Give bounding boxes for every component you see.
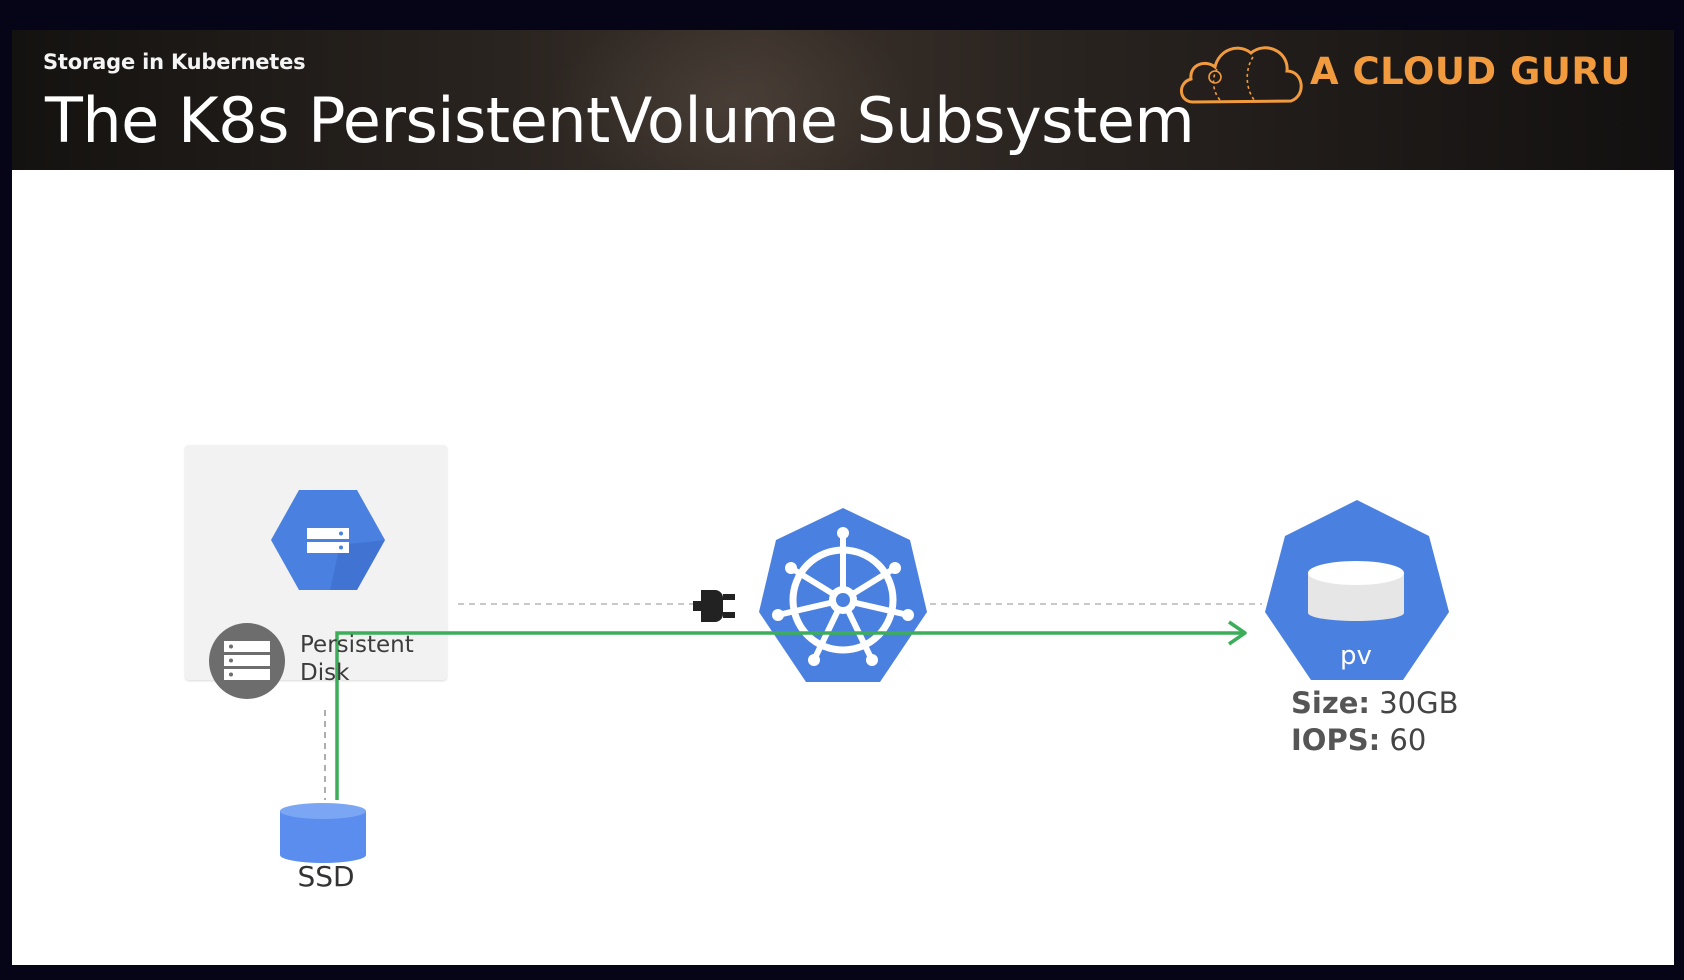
persistent-disk-label-line2: Disk — [300, 660, 350, 686]
cloud-logo-icon — [1180, 46, 1303, 104]
persistent-disk-label: Persistent Disk — [300, 631, 450, 687]
pv-size-key: Size: — [1291, 686, 1370, 720]
slide-header: Storage in Kubernetes The K8s Persistent… — [12, 30, 1674, 170]
pv-size-value: 30GB — [1379, 686, 1459, 720]
pv-disk-icon — [1308, 561, 1404, 621]
pv-label: pv — [1340, 641, 1372, 671]
plug-icon — [693, 590, 735, 622]
slide-subtitle: Storage in Kubernetes — [43, 50, 306, 74]
pv-iops-key: IOPS: — [1291, 723, 1381, 757]
pv-volume-shape — [1265, 500, 1449, 680]
pv-size-row: Size: 30GB — [1291, 685, 1458, 722]
pv-iops-value: 60 — [1389, 723, 1427, 757]
ssd-label: SSD — [297, 860, 355, 893]
kubernetes-helm-icon — [759, 508, 927, 682]
cloud-storage-icon — [271, 490, 385, 590]
persistent-disk-label-line1: Persistent — [300, 632, 414, 658]
persistent-disk-icon — [209, 623, 285, 699]
slide-title: The K8s PersistentVolume Subsystem — [45, 84, 1195, 157]
green-flow-arrow — [335, 620, 1247, 800]
pv-iops-row: IOPS: 60 — [1291, 722, 1458, 759]
ssd-cylinder-icon — [280, 803, 366, 863]
logo-text: A CLOUD GURU — [1310, 50, 1631, 93]
pv-specs: Size: 30GB IOPS: 60 — [1291, 685, 1458, 759]
